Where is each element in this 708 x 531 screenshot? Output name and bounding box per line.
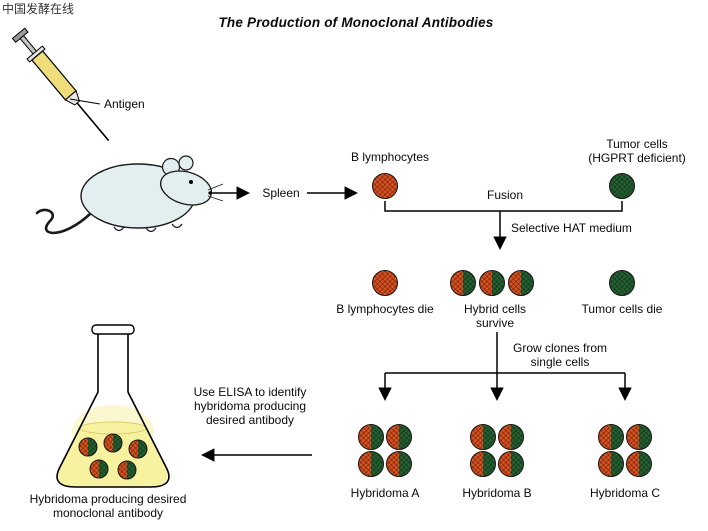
b-lymphocytes-die-label: B lymphocytes die bbox=[336, 302, 434, 316]
hybridoma-b-cell bbox=[498, 451, 524, 477]
tumor-cells-line1: Tumor cells bbox=[606, 137, 668, 151]
mouse-head bbox=[159, 170, 213, 206]
hybridoma-b-cell bbox=[470, 424, 496, 450]
b-lymphocytes-label: B lymphocytes bbox=[350, 150, 430, 164]
hybridoma-a-cell bbox=[386, 424, 412, 450]
hybridoma-b-label: Hybridoma B bbox=[462, 486, 532, 500]
flask-caption-line1: Hybridoma producing desired bbox=[29, 492, 187, 506]
mouse-feet bbox=[113, 223, 183, 233]
hybrid-cell bbox=[508, 270, 534, 296]
flask-lip bbox=[91, 324, 135, 335]
page-title: The Production of Monoclonal Antibodies bbox=[218, 15, 494, 30]
hybridoma-c-cell bbox=[626, 451, 652, 477]
tumor-cells-line2: (HGPRT deficient) bbox=[588, 151, 686, 165]
watermark-text: 中国发酵在线 bbox=[2, 2, 75, 16]
hybridoma-c-label: Hybridoma C bbox=[589, 486, 661, 500]
mouse-eye bbox=[189, 180, 193, 184]
hybridoma-c-cell bbox=[598, 424, 624, 450]
hybrid-survive-line2: survive bbox=[475, 316, 515, 330]
hybridoma-a-cell bbox=[386, 451, 412, 477]
flask-hybridoma-cell bbox=[78, 437, 98, 457]
flask-caption-line2: monoclonal antibody bbox=[52, 506, 164, 520]
b-lymphocyte-cell bbox=[372, 173, 398, 199]
spleen-label: Spleen bbox=[262, 186, 300, 200]
tumor-cells-label: Tumor cells(HGPRT deficient) bbox=[588, 137, 686, 165]
hybridoma-c-cell bbox=[598, 451, 624, 477]
hybridoma-a-cell bbox=[358, 451, 384, 477]
antigen-label: Antigen bbox=[104, 97, 145, 111]
hat-medium-label: Selective HAT medium bbox=[511, 221, 632, 235]
tumor-cells-die-label: Tumor cells die bbox=[581, 302, 663, 316]
fusion-connector bbox=[384, 201, 623, 212]
fusion-label: Fusion bbox=[486, 188, 524, 202]
hybridoma-a-label: Hybridoma A bbox=[350, 486, 420, 500]
hybrid-survive-line1: Hybrid cells bbox=[463, 302, 527, 316]
hybridoma-b-cell bbox=[498, 424, 524, 450]
hybridoma-c-cell bbox=[626, 424, 652, 450]
mouse-ear bbox=[178, 155, 194, 171]
flask-hybridoma-cell bbox=[128, 439, 148, 459]
flask-icon bbox=[56, 324, 170, 488]
tumor-dying-cell bbox=[609, 270, 635, 296]
grow-clones-line2: single cells bbox=[530, 355, 590, 369]
mouse-illustration bbox=[35, 155, 225, 235]
hybridoma-a-cell bbox=[358, 424, 384, 450]
b-lymphocyte-dying-cell bbox=[372, 270, 398, 296]
hybridoma-b-cell bbox=[470, 451, 496, 477]
tumor-cell bbox=[609, 173, 635, 199]
elisa-line1: Use ELISA to identify bbox=[193, 385, 307, 399]
elisa-line3: desired antibody bbox=[205, 413, 295, 427]
flask-hybridoma-cell bbox=[89, 459, 109, 479]
flask-hybridoma-cell bbox=[103, 433, 123, 453]
grow-clones-line1: Grow clones from bbox=[512, 341, 608, 355]
syringe-icon bbox=[11, 27, 110, 142]
hybrid-cell bbox=[479, 270, 505, 296]
elisa-line2: hybridoma producing bbox=[193, 399, 307, 413]
hybrid-cell bbox=[450, 270, 476, 296]
flask-hybridoma-cell bbox=[117, 460, 137, 480]
mouse-tail bbox=[35, 208, 92, 235]
antigen-leader-line bbox=[69, 98, 101, 105]
